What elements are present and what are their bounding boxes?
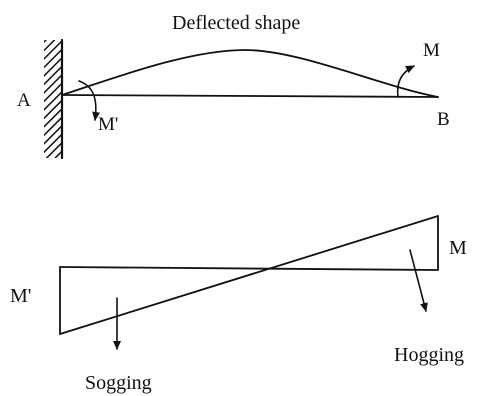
right-moment-label: M <box>423 40 440 61</box>
end-label-b: B <box>437 109 450 130</box>
moment-line <box>59 215 439 335</box>
deflected-shape-label: Deflected shape <box>172 12 300 34</box>
right-moment-arrow-icon <box>396 65 415 98</box>
diagram-right-moment-label: M <box>449 237 467 259</box>
deflected-shape-curve <box>61 49 439 98</box>
fixed-support-wall <box>44 40 62 158</box>
sogging-label: Sogging <box>85 372 152 394</box>
hogging-label: Hogging <box>394 344 464 366</box>
left-moment-label: M' <box>98 114 118 135</box>
hogging-arrow-icon <box>409 249 428 312</box>
diagram-left-moment-label: M' <box>10 285 31 307</box>
left-moment-arrow-icon <box>78 80 101 121</box>
moment-baseline <box>59 266 439 271</box>
end-label-a: A <box>17 90 31 111</box>
bending-moment-diagram: M' M Sogging Hogging <box>10 215 467 394</box>
beam-axis <box>61 94 439 98</box>
beam-figure: Deflected shape A B M' M <box>17 12 450 160</box>
